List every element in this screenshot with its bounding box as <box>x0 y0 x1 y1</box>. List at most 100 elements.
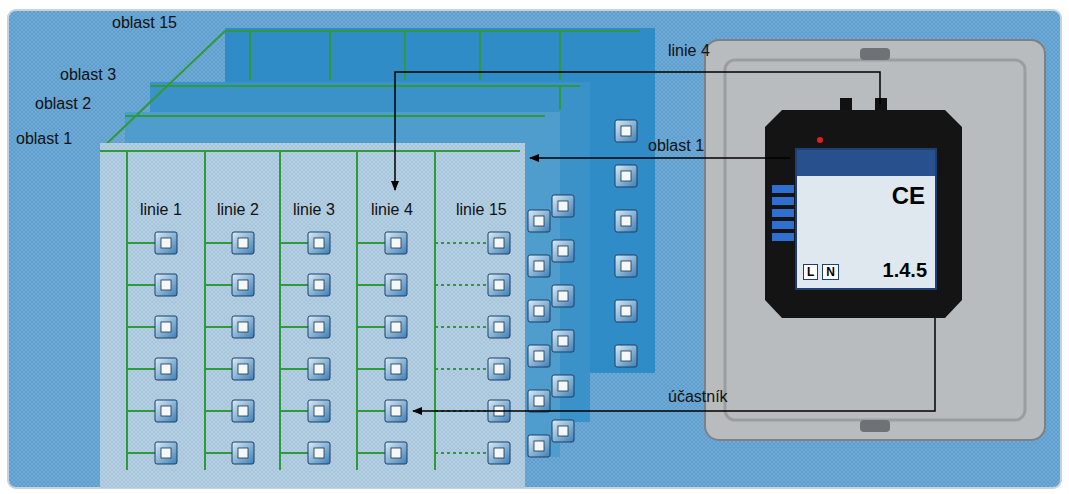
device-icon-face <box>621 216 631 226</box>
device-icon <box>308 400 330 422</box>
device-icon <box>488 316 510 338</box>
device-icon-face <box>534 351 544 361</box>
device-icon-face <box>558 336 568 346</box>
device-icon-face <box>391 280 401 290</box>
clip <box>840 98 852 110</box>
label-strip <box>797 150 935 176</box>
line-label: linie 2 <box>217 201 259 219</box>
arrow-label: účastník <box>668 388 728 406</box>
device-icon-face <box>621 261 631 271</box>
device-icon <box>232 442 254 464</box>
device-icon-face <box>238 280 248 290</box>
plate-slot <box>860 420 890 432</box>
device-icon-face <box>494 448 504 458</box>
device-icon <box>308 316 330 338</box>
plate-slot <box>860 48 890 60</box>
area-layer <box>100 143 525 488</box>
address-label: CELN1.4.5 <box>795 148 937 290</box>
device-icons <box>155 232 510 464</box>
device-icon-face <box>558 426 568 436</box>
device-icon <box>615 300 637 322</box>
background-frame <box>8 10 1061 488</box>
device-icon-face <box>314 322 324 332</box>
device-icon-face <box>314 364 324 374</box>
device-icon <box>155 274 177 296</box>
device-icon <box>308 442 330 464</box>
device-icon <box>385 274 407 296</box>
device-icon-face <box>161 322 171 332</box>
arrow-label: linie 4 <box>668 42 710 60</box>
arrow-label: oblast 1 <box>648 137 704 155</box>
bus-lines <box>100 151 520 470</box>
device-icon <box>615 345 637 367</box>
line-label: linie 4 <box>371 201 413 219</box>
device-icon <box>385 232 407 254</box>
device-icon-face <box>494 322 504 332</box>
device-icon-face <box>621 351 631 361</box>
device-icon-face <box>314 448 324 458</box>
device-icon-face <box>558 201 568 211</box>
device-icon <box>155 232 177 254</box>
device-icon <box>308 232 330 254</box>
device-icon-face <box>621 306 631 316</box>
terminal-mark: N <box>822 264 839 280</box>
bus-lines <box>100 31 640 150</box>
device-icon-face <box>534 396 544 406</box>
device-icon <box>528 300 550 322</box>
mounting-plate <box>725 60 1025 420</box>
device-icon-face <box>494 238 504 248</box>
area-label: oblast 15 <box>112 14 177 32</box>
device-icon-face <box>558 291 568 301</box>
device-icon-face <box>391 238 401 248</box>
device-icon <box>615 255 637 277</box>
device-icon <box>308 358 330 380</box>
device-icon <box>232 358 254 380</box>
device-icon-face <box>621 171 631 181</box>
ce-mark: CE <box>892 182 925 210</box>
clip <box>875 98 887 110</box>
area-label: oblast 2 <box>35 95 91 113</box>
device-icon <box>488 274 510 296</box>
line-label: linie 1 <box>140 201 182 219</box>
device-icon-face <box>558 381 568 391</box>
bus-terminal <box>772 185 794 241</box>
device-icon-face <box>238 448 248 458</box>
device-icon <box>528 345 550 367</box>
line-label: linie 15 <box>456 201 507 219</box>
device-icon-face <box>391 406 401 416</box>
area-label: oblast 1 <box>16 130 72 148</box>
device-icon-face <box>238 364 248 374</box>
device-icon-face <box>238 406 248 416</box>
device-icon <box>155 358 177 380</box>
device-icon-face <box>161 364 171 374</box>
device-icon <box>488 442 510 464</box>
device-icon-face <box>391 364 401 374</box>
device-icon-face <box>391 448 401 458</box>
device-icon-face <box>621 126 631 136</box>
device-icon-face <box>391 322 401 332</box>
device-icon <box>615 210 637 232</box>
device-icon <box>528 210 550 232</box>
device-icon-face <box>534 441 544 451</box>
device-icon <box>528 255 550 277</box>
device-icon <box>155 442 177 464</box>
device-icon-face <box>314 406 324 416</box>
device-icon <box>488 232 510 254</box>
device-icon-face <box>534 306 544 316</box>
device-icon-face <box>161 238 171 248</box>
device-icon-face <box>494 280 504 290</box>
device-icon-face <box>161 448 171 458</box>
device-icon-face <box>494 364 504 374</box>
device-icon <box>385 442 407 464</box>
device-icon-face <box>534 216 544 226</box>
device-icon-face <box>534 261 544 271</box>
device-icon <box>552 285 574 307</box>
device-icon <box>528 435 550 457</box>
device-icons <box>528 120 637 457</box>
device-icon <box>155 316 177 338</box>
area-label: oblast 3 <box>60 66 116 84</box>
device-icon-face <box>161 406 171 416</box>
physical-address: 1.4.5 <box>883 259 927 282</box>
device-icon-face <box>314 280 324 290</box>
device-icon <box>308 274 330 296</box>
